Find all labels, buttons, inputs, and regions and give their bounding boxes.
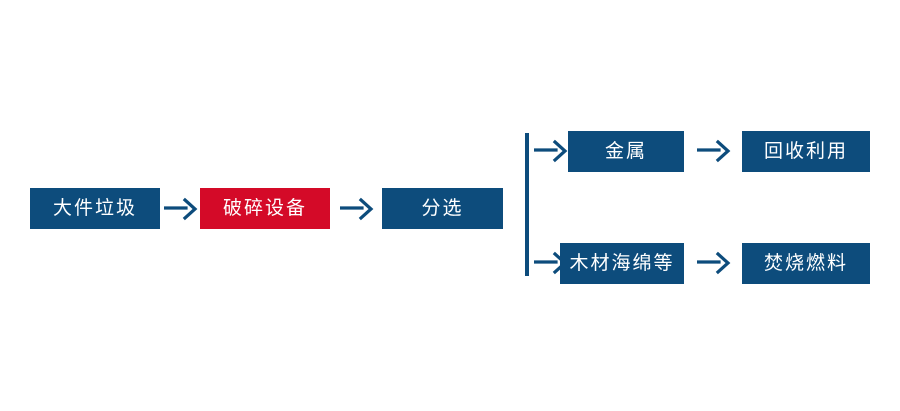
node-recycle[interactable]: 回收利用 (742, 131, 870, 172)
node-sorting[interactable]: 分选 (382, 188, 503, 229)
node-crusher[interactable]: 破碎设备 (200, 188, 330, 229)
arrow-right-icon-metal-to-recycle (697, 139, 731, 163)
branch-spine-connector (525, 133, 529, 276)
node-wood-sponge[interactable]: 木材海绵等 (560, 243, 684, 284)
node-metal[interactable]: 金属 (568, 131, 684, 172)
arrow-right-icon-waste-to-crusher (164, 197, 198, 221)
node-waste[interactable]: 大件垃圾 (30, 188, 160, 229)
arrow-right-icon-wood-to-fuel (697, 251, 731, 275)
node-incineration-fuel[interactable]: 焚烧燃料 (742, 243, 870, 284)
arrow-right-icon-sorting-to-metal (534, 139, 568, 163)
arrow-right-icon-crusher-to-sorting (340, 197, 374, 221)
